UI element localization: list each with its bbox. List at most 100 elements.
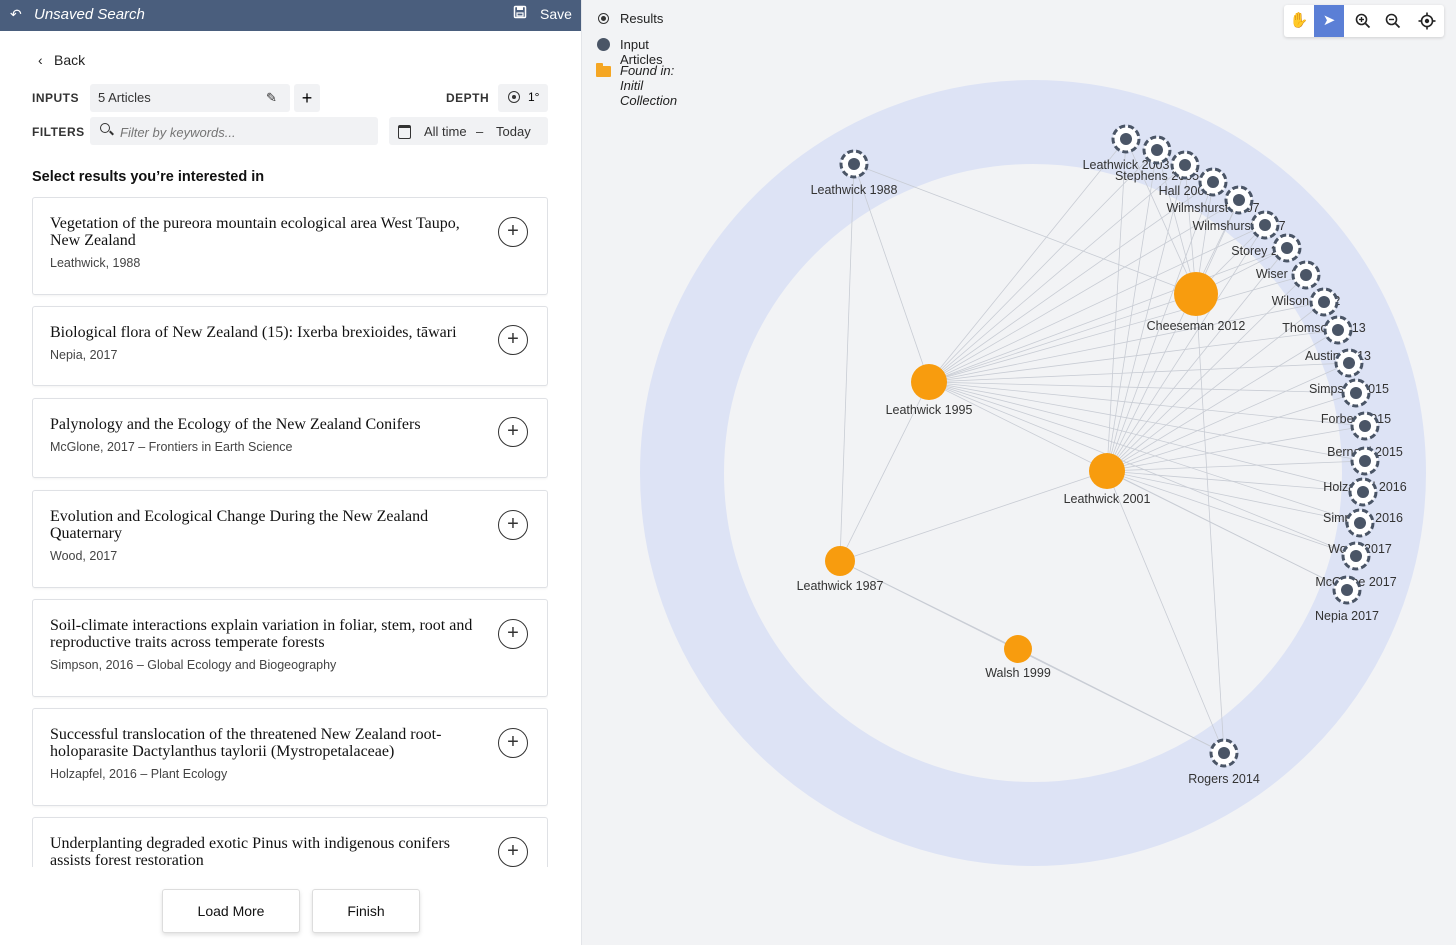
- citation-edge: [928, 362, 1350, 383]
- input-node[interactable]: [825, 546, 855, 576]
- depth-ring: [640, 80, 1426, 866]
- citation-edge: [1106, 247, 1288, 472]
- citation-edge: [928, 381, 1366, 427]
- date-to: Today: [496, 124, 531, 139]
- citation-edge: [1106, 425, 1366, 472]
- result-title: Underplanting degraded exotic Pinus with…: [50, 835, 450, 867]
- result-card[interactable]: Evolution and Ecological Change During t…: [32, 490, 548, 588]
- node-label: Leathwick 1987: [797, 579, 884, 593]
- result-node-core: [1343, 357, 1355, 369]
- undo-icon[interactable]: ↶: [10, 6, 22, 22]
- results-panel: ↶ Unsaved Search Save ‹Back INPUTS 5 Art…: [0, 0, 582, 945]
- save-button[interactable]: Save: [540, 6, 572, 22]
- pan-tool-icon[interactable]: ✋: [1289, 12, 1309, 29]
- inputs-label: INPUTS: [32, 91, 80, 105]
- result-card[interactable]: Vegetation of the pureora mountain ecolo…: [32, 197, 548, 295]
- back-label: Back: [54, 52, 86, 68]
- citation-edge: [928, 293, 1197, 383]
- zoom-in-icon[interactable]: [1348, 5, 1378, 37]
- result-node-core: [1350, 387, 1362, 399]
- citation-edge: [1106, 274, 1307, 472]
- result-card[interactable]: Successful translocation of the threaten…: [32, 708, 548, 806]
- citation-edge: [1106, 470, 1357, 557]
- inputs-selector[interactable]: 5 Articles ✎: [90, 84, 290, 112]
- result-node-core: [1359, 420, 1371, 432]
- graph-toolbar: ✋ ➤: [1284, 5, 1444, 37]
- search-title[interactable]: Unsaved Search: [34, 6, 145, 23]
- result-meta: Leathwick, 1988: [50, 256, 141, 270]
- citation-edge: [839, 470, 1108, 562]
- citation-edge: [928, 224, 1266, 383]
- result-card[interactable]: Soil-climate interactions explain variat…: [32, 599, 548, 697]
- edit-icon[interactable]: ✎: [266, 90, 277, 105]
- result-title: Soil-climate interactions explain variat…: [50, 617, 473, 651]
- date-separator: –: [476, 124, 484, 139]
- node-label: Rogers 2014: [1188, 772, 1260, 786]
- result-meta: Holzapfel, 2016 – Plant Ecology: [50, 767, 228, 781]
- citation-edge: [1106, 392, 1357, 472]
- node-label: Leathwick 2001: [1064, 492, 1151, 506]
- input-node[interactable]: [911, 364, 947, 400]
- add-result-button[interactable]: +: [498, 619, 528, 649]
- result-title: Biological flora of New Zealand (15): Ix…: [50, 324, 457, 341]
- add-result-button[interactable]: +: [498, 728, 528, 758]
- citation-edge: [839, 560, 1225, 754]
- citation-edge: [928, 381, 1364, 493]
- result-node-icon: [598, 13, 609, 24]
- citation-edge: [1106, 149, 1158, 472]
- citation-edge: [1106, 164, 1186, 472]
- recenter-icon[interactable]: [1412, 5, 1442, 37]
- finish-button[interactable]: Finish: [312, 889, 420, 933]
- load-more-button[interactable]: Load More: [162, 889, 300, 933]
- input-node[interactable]: [1089, 453, 1125, 489]
- input-node[interactable]: [1174, 272, 1218, 316]
- date-range-selector[interactable]: All time – Today: [389, 117, 548, 145]
- back-button[interactable]: ‹Back: [38, 52, 85, 68]
- result-card[interactable]: Biological flora of New Zealand (15): Ix…: [32, 306, 548, 386]
- citation-edge: [853, 163, 1197, 295]
- result-node-core: [1259, 219, 1271, 231]
- result-node-core: [1120, 133, 1132, 145]
- results-list: Vegetation of the pureora mountain ecolo…: [32, 197, 548, 867]
- depth-label: DEPTH: [446, 91, 490, 105]
- keyword-filter[interactable]: [90, 117, 378, 145]
- select-tool-icon[interactable]: ➤: [1314, 5, 1344, 37]
- result-card[interactable]: Palynology and the Ecology of the New Ze…: [32, 398, 548, 478]
- add-result-button[interactable]: +: [498, 217, 528, 247]
- citation-edge: [1106, 470, 1348, 591]
- result-node-core: [1350, 550, 1362, 562]
- zoom-out-icon[interactable]: [1378, 5, 1408, 37]
- citation-edge: [1195, 293, 1225, 754]
- results-heading: Select results you’re interested in: [32, 169, 265, 185]
- node-label: Hall 2006: [1159, 184, 1212, 198]
- search-icon: [100, 123, 110, 133]
- input-node[interactable]: [1004, 635, 1032, 663]
- citation-edge: [928, 247, 1288, 383]
- result-node-core: [1359, 455, 1371, 467]
- citation-edge: [928, 381, 1357, 557]
- citation-edge: [1106, 470, 1361, 524]
- graph-edges: [839, 138, 1366, 754]
- citation-edge: [928, 381, 1361, 524]
- add-result-button[interactable]: +: [498, 325, 528, 355]
- add-result-button[interactable]: +: [498, 417, 528, 447]
- add-result-button[interactable]: +: [498, 837, 528, 867]
- citation-edge: [1106, 301, 1325, 472]
- result-node-core: [1300, 269, 1312, 281]
- add-input-button[interactable]: +: [294, 84, 320, 112]
- result-node-core: [1318, 296, 1330, 308]
- citation-edge: [1106, 470, 1364, 493]
- target-icon: [508, 91, 520, 103]
- add-result-button[interactable]: +: [498, 510, 528, 540]
- date-from: All time: [424, 124, 467, 139]
- result-title: Vegetation of the pureora mountain ecolo…: [50, 215, 460, 249]
- result-node-core: [848, 158, 860, 170]
- save-icon[interactable]: [513, 5, 527, 19]
- result-card[interactable]: Underplanting degraded exotic Pinus with…: [32, 817, 548, 867]
- keyword-filter-input[interactable]: [118, 121, 372, 143]
- result-meta: McGlone, 2017 – Frontiers in Earth Scien…: [50, 440, 293, 454]
- citation-edge: [1106, 470, 1225, 754]
- depth-selector[interactable]: 1°: [498, 84, 548, 112]
